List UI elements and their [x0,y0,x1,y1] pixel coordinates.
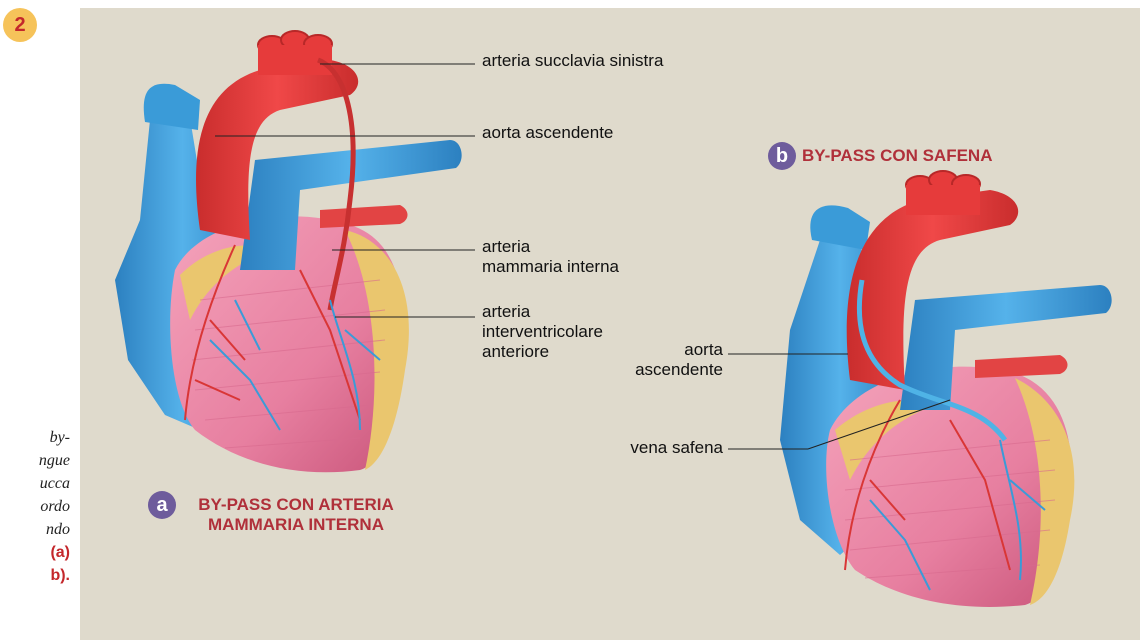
panel-b-title: BY-PASS CON SAFENA [802,146,993,166]
panel-a-title-line2: MAMMARIA INTERNA [170,515,422,535]
label-mammaria-1: arteria [482,237,530,257]
label-mammaria-2: mammaria interna [482,257,619,277]
label-interv-3: anteriore [482,342,549,362]
label-aorta-b-1: aorta [600,340,723,360]
heart-a-vena-cava [144,84,200,130]
panel-a-title-line1: BY-PASS CON ARTERIA [170,495,422,515]
label-aorta-ascendente-a: aorta ascendente [482,123,613,143]
label-interv-2: interventricolare [482,322,603,342]
heart-b [780,171,1112,607]
label-arteria-succlavia: arteria succlavia sinistra [482,51,663,71]
panel-b-badge: b [768,142,796,170]
heart-a [115,31,462,472]
label-vena-safena: vena safena [570,438,723,458]
label-aorta-b-2: ascendente [600,360,723,380]
label-interv-1: arteria [482,302,530,322]
